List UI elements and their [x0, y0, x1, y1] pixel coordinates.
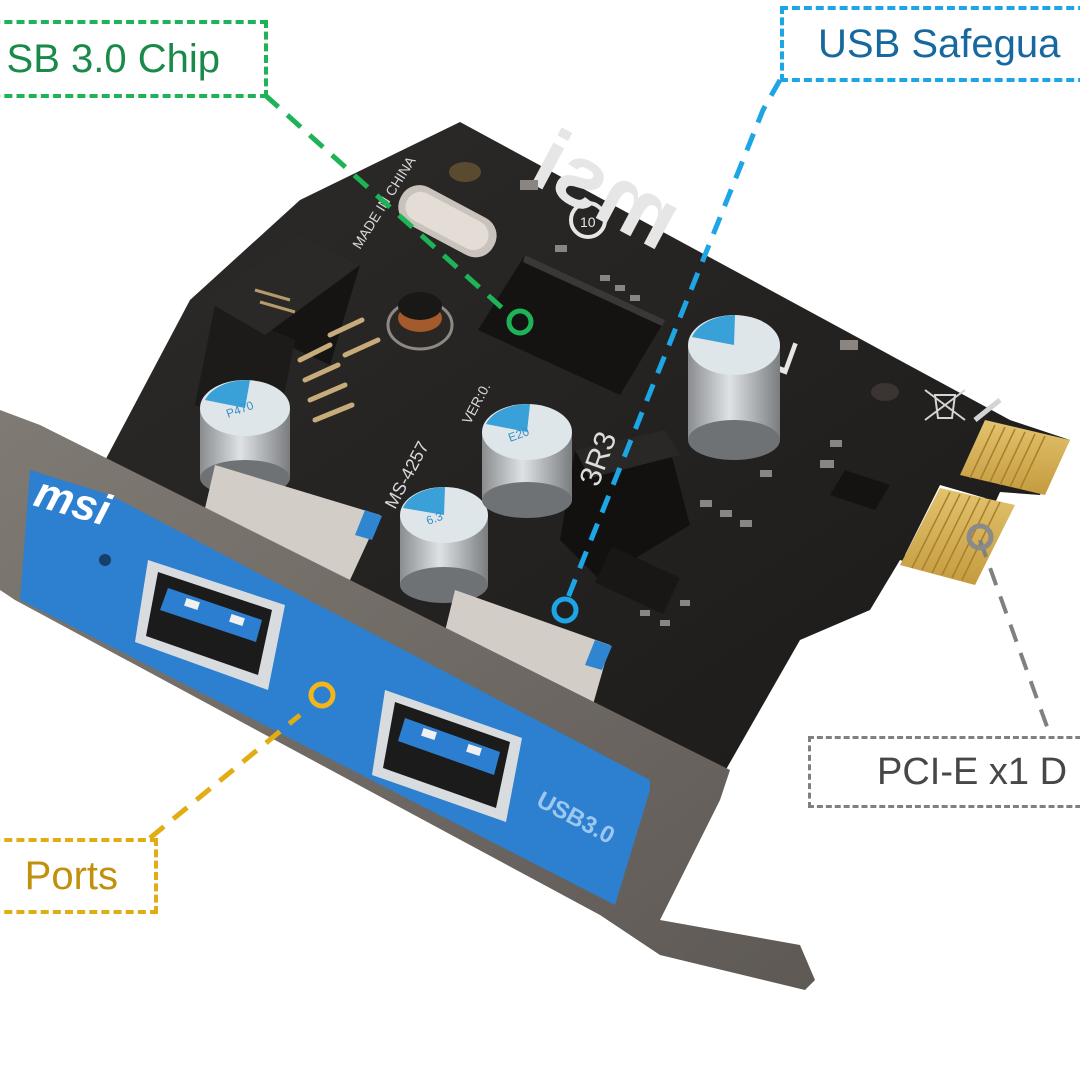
capacitor: 6.3 [400, 487, 488, 603]
crystal-oscillator [398, 185, 497, 258]
callout-usb-ports: Ports [0, 838, 158, 914]
svg-text:E20: E20 [506, 424, 531, 445]
safeguard-marker-icon [551, 596, 579, 624]
mounting-hole [871, 383, 899, 401]
callout-label: SB 3.0 Chip [6, 36, 220, 81]
chip-marker-icon [506, 308, 534, 336]
safeguard-leader-line [562, 78, 783, 606]
callout-pcie-x1: PCI-E x1 D [808, 736, 1080, 808]
voltage-regulator [830, 470, 890, 510]
capacitor: P470 [200, 379, 290, 496]
mounting-hole [449, 162, 481, 182]
capacitors: P470 6.3 E20 [200, 315, 780, 603]
usb-port-2 [372, 690, 522, 822]
callout-label: USB Safegua [818, 21, 1061, 66]
ports-marker-icon [308, 681, 336, 709]
capacitor: E20 [482, 403, 572, 518]
rohs-badge: 10 [569, 201, 607, 239]
callout-usb3-chip: SB 3.0 Chip [0, 20, 268, 98]
smd-components [520, 180, 858, 626]
chip-leader-line [263, 93, 512, 317]
callout-label: PCI-E x1 D [877, 750, 1068, 793]
pcie-marker-icon [966, 523, 994, 551]
callout-label: Ports [24, 853, 118, 898]
capacitor [688, 315, 780, 460]
usb-port-shields [200, 465, 612, 715]
svg-text:10: 10 [580, 214, 596, 230]
pcie-leader-line [978, 539, 1052, 736]
usb-port-1 [135, 560, 285, 690]
svg-text:6.3: 6.3 [424, 509, 445, 528]
pcie-gold-fingers [900, 420, 1070, 585]
callout-usb-safeguard: USB Safegua [780, 6, 1080, 82]
usb3-controller-chip [478, 255, 665, 395]
weee-symbol [924, 389, 1002, 422]
ic-chip-small [595, 546, 680, 615]
bracket-screw-hole [99, 554, 111, 566]
inductor [386, 292, 454, 351]
ports-leader-line [148, 713, 302, 840]
